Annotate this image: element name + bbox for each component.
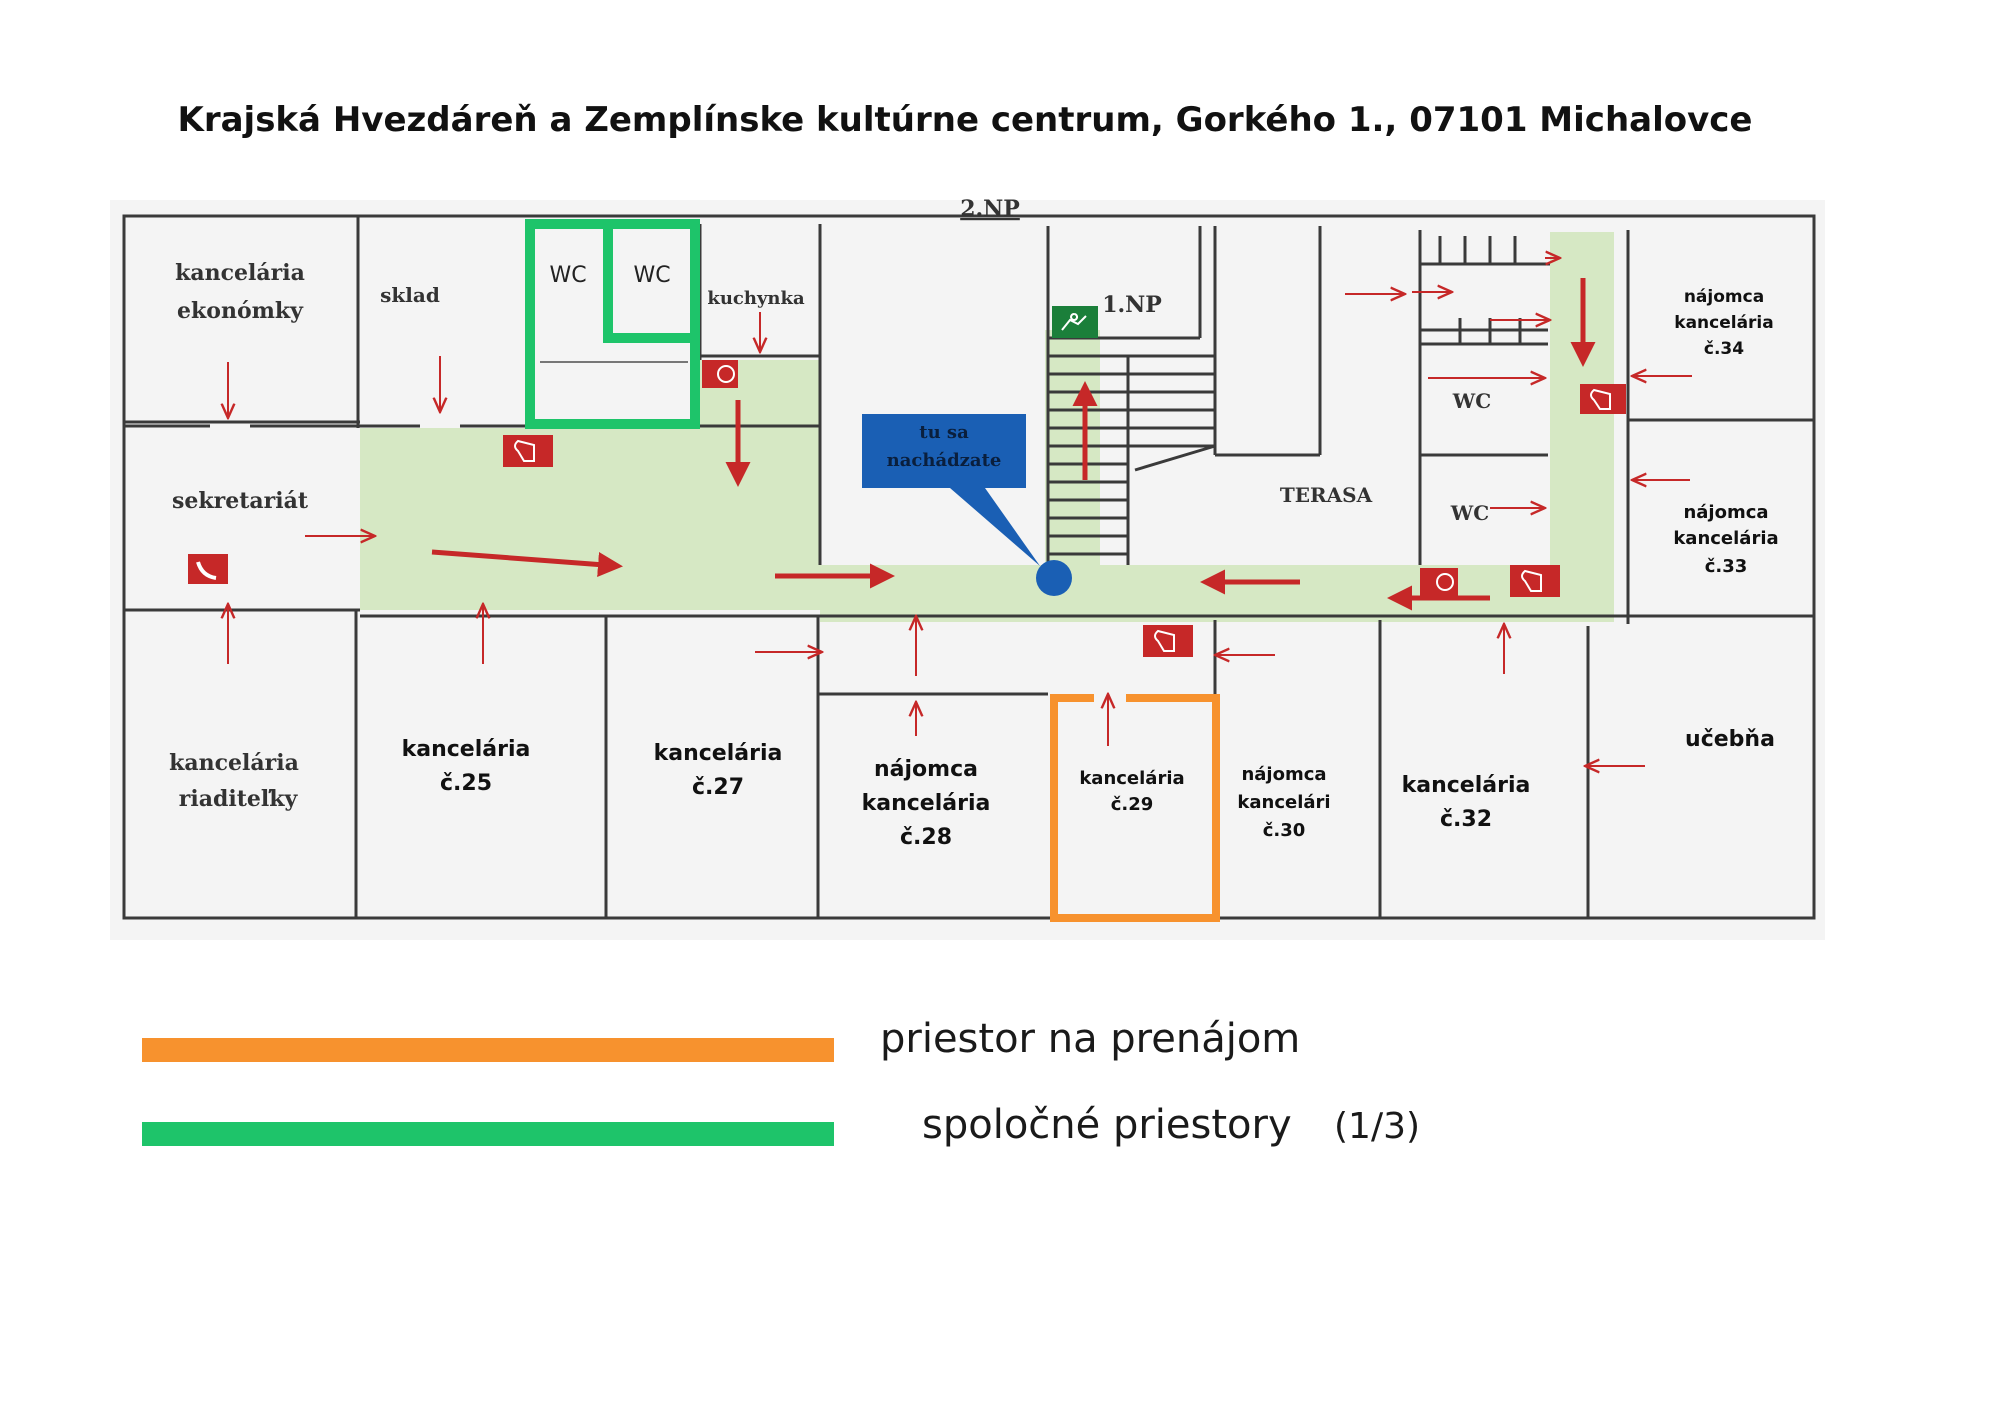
you-are-here-marker: tu sa nachádzate [862, 414, 1072, 596]
room-wc2: WC [633, 263, 670, 288]
room-k28-line1: nájomca [874, 757, 978, 782]
room-wc4: WC [1450, 501, 1489, 525]
page-counter: (1/3) [1334, 1106, 1421, 1147]
room-k25-line1: kancelária [402, 737, 531, 762]
room-k32-line1: kancelária [1402, 773, 1531, 798]
emergency-exit-icon [1052, 306, 1098, 338]
room-k33-line2: kancelária [1673, 528, 1778, 549]
evacuation-arrows-thin [228, 258, 1692, 766]
room-wc3: WC [1452, 389, 1491, 413]
room-k29-line1: kancelária [1079, 768, 1184, 789]
fire-extinguisher-icon [1510, 565, 1560, 597]
room-k30-line3: č.30 [1263, 820, 1306, 841]
floor-label: 2.NP [960, 196, 1020, 222]
room-sekretariat: sekretariát [172, 488, 309, 514]
room-ekonomky-line1: kancelária [175, 260, 305, 286]
you-are-here-line1: tu sa [919, 422, 969, 443]
room-k30-line1: nájomca [1241, 764, 1326, 785]
room-riaditelky-line2: riaditeľky [179, 786, 299, 812]
you-are-here-line2: nachádzate [887, 450, 1002, 471]
room-k25-line2: č.25 [440, 771, 492, 796]
room-sklad: sklad [380, 283, 440, 307]
room-k33-line3: č.33 [1705, 556, 1748, 577]
page-title: Krajská Hvezdáreň a Zemplínske kultúrne … [177, 100, 1753, 140]
room-kuchynka: kuchynka [707, 288, 805, 309]
room-ucebna: učebňa [1685, 727, 1775, 752]
room-k34-line3: č.34 [1704, 339, 1744, 359]
emergency-phone-icon [188, 554, 228, 584]
fire-hose-icon [1420, 568, 1458, 596]
stairs-label: 1.NP [1102, 292, 1162, 318]
legend-common-bar [142, 1122, 834, 1146]
fire-hose-icon [702, 360, 738, 388]
room-riaditelky-line1: kancelária [169, 750, 299, 776]
walls [122, 214, 1816, 920]
evacuation-arrows-bold [431, 278, 1596, 611]
common-area-outline [525, 219, 700, 429]
room-k30-line2: kancelári [1237, 792, 1330, 813]
fire-extinguisher-icon [1143, 625, 1193, 657]
legend-common-label: spoločné priestory [922, 1102, 1292, 1148]
staircase-right [1420, 236, 1550, 344]
room-k29-line2: č.29 [1111, 794, 1154, 815]
room-k33-line1: nájomca [1683, 502, 1768, 523]
room-k34-line1: nájomca [1684, 287, 1764, 307]
room-k27-line1: kancelária [654, 741, 783, 766]
room-terasa: TERASA [1280, 483, 1373, 507]
fire-extinguisher-icon [503, 435, 553, 467]
legend-rent-bar [142, 1038, 834, 1062]
room-k28-line3: č.28 [900, 825, 952, 850]
room-k32-line2: č.32 [1440, 807, 1492, 832]
room-k27-line2: č.27 [692, 775, 744, 800]
room-k28-line2: kancelária [862, 791, 991, 816]
room-k34-line2: kancelária [1674, 313, 1773, 333]
room-wc1: WC [549, 263, 586, 288]
legend-rent-label: priestor na prenájom [880, 1016, 1301, 1062]
rental-area-outline [1050, 694, 1220, 922]
fire-extinguisher-icon [1580, 384, 1626, 414]
room-ekonomky-line2: ekonómky [177, 298, 304, 324]
